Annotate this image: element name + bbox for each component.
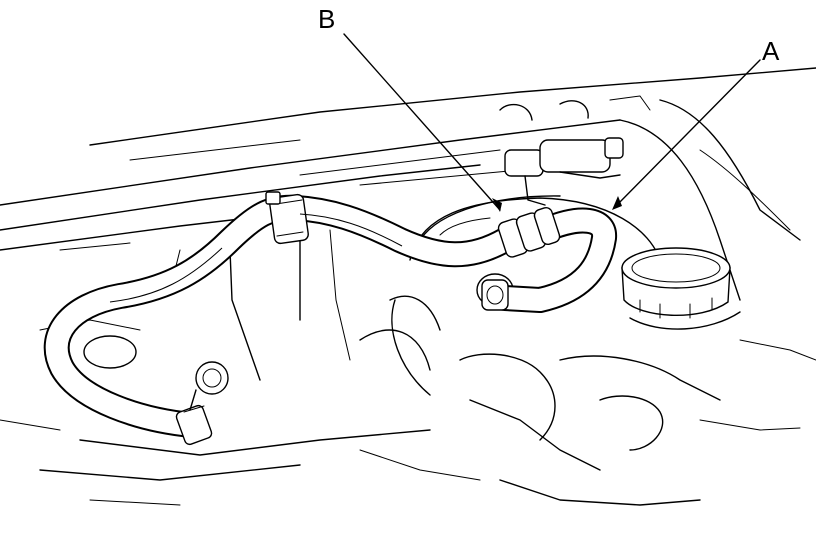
callout-label-a: A [762,36,780,66]
leader-lines [343,33,761,212]
hose-a [492,207,617,313]
hose-clamp-booster [481,279,509,311]
leader-line-a [613,59,761,209]
hose-highlights [109,213,403,303]
leader-arrow-b [492,198,502,212]
callout-label-b: B [318,4,336,34]
hose-collar-b [497,206,561,258]
hose-clamp-upper [265,191,309,245]
lower-engine-details [0,335,816,506]
reservoir-cap [621,247,741,330]
valve-fitting [504,137,624,206]
background-structure [0,67,816,381]
leader-arrow-a [612,196,622,210]
hose-clamp-lower [175,404,213,446]
leader-line-b [343,33,501,211]
